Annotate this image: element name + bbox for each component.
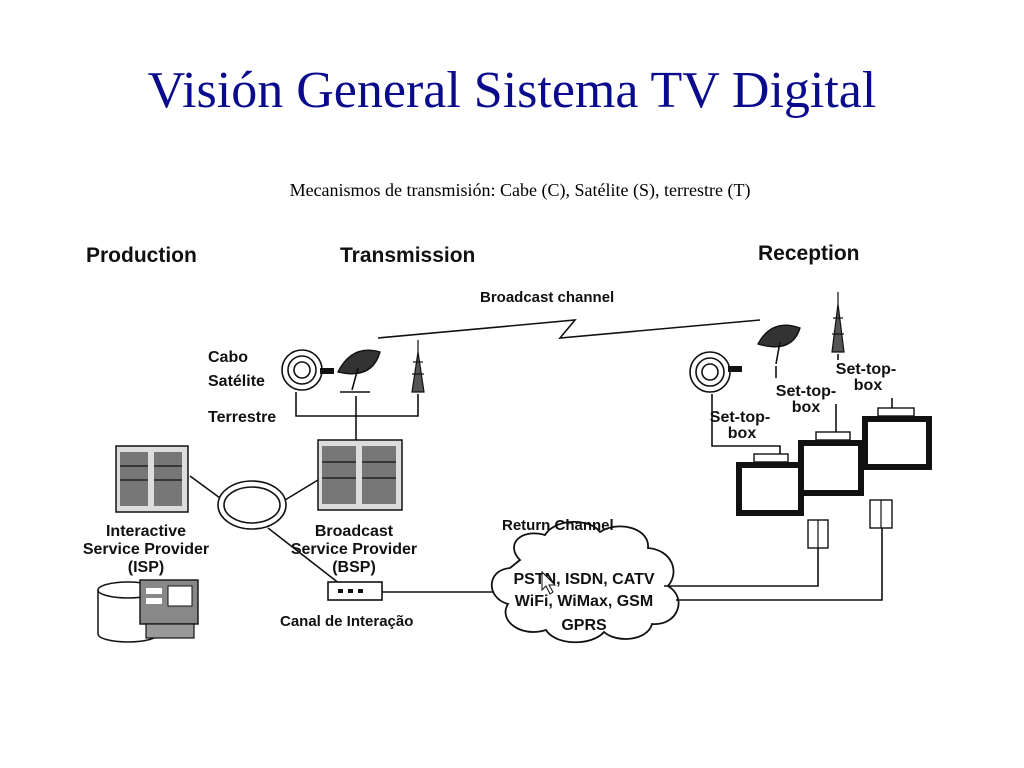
reception-modem-2-icon [869, 499, 893, 529]
cloud-label-line1: PSTN, ISDN, CATV [513, 571, 654, 588]
return-line-2 [676, 528, 883, 601]
reception-cable-coil-icon [689, 351, 742, 393]
return-channel-cloud [490, 520, 680, 644]
modem-icon [327, 581, 383, 601]
cable-coil-icon [281, 349, 334, 391]
isp-label-line2: Service Provider [83, 541, 209, 558]
isp-label-line1: Interactive [106, 523, 186, 540]
tv-set-2 [798, 431, 864, 496]
reception-tower-icon [831, 292, 845, 353]
terrestrial-tower-icon [411, 340, 425, 393]
media-satellite-label: Satélite [208, 373, 265, 390]
return-channel-label: Return Channel [502, 517, 614, 534]
slide-title: Visión General Sistema TV Digital [147, 62, 877, 119]
reception-modem-1-icon [807, 519, 829, 549]
workstation-icon [139, 579, 199, 639]
link-cable-stb [711, 394, 781, 454]
stb-3-label-line1: Set-top- [836, 361, 896, 378]
network-ring-icon [217, 480, 287, 530]
bsp-label-line1: Broadcast [315, 523, 394, 540]
bsp-server-rack-icon [317, 439, 403, 511]
transmission-bus [295, 392, 419, 417]
media-cable-label: Cabo [208, 349, 248, 366]
isp-label-line3: (ISP) [128, 559, 164, 576]
tv-set-1 [736, 453, 804, 516]
bsp-label-line3: (BSP) [332, 559, 376, 576]
stb-1-label-line2: box [728, 425, 757, 442]
return-line-1 [664, 548, 819, 587]
tv-set-3 [862, 407, 932, 470]
satellite-dish-icon [336, 349, 381, 393]
interaction-channel-label: Canal de Interação [280, 613, 413, 630]
stb-3-label-line2: box [854, 377, 883, 394]
broadcast-channel-label: Broadcast channel [480, 289, 614, 306]
isp-server-rack-icon [115, 445, 189, 513]
stb-2-label-line2: box [792, 399, 821, 416]
bsp-label-line2: Service Provider [291, 541, 417, 558]
reception-satellite-dish-icon [756, 324, 801, 365]
section-transmission: Transmission [340, 244, 475, 267]
section-reception: Reception [758, 242, 860, 265]
cloud-label-line3: GPRS [561, 617, 607, 634]
cloud-label-line2: WiFi, WiMax, GSM [515, 593, 653, 610]
stb-1-label-line1: Set-top- [710, 409, 770, 426]
section-production: Production [86, 244, 197, 267]
stb-2-label-line1: Set-top- [776, 383, 836, 400]
broadcast-channel-link [377, 319, 761, 339]
slide-subtitle: Mecanismos de transmisión: Cabe (C), Sat… [289, 180, 751, 200]
media-terrestrial-label: Terrestre [208, 409, 276, 426]
cursor-icon [541, 570, 557, 595]
